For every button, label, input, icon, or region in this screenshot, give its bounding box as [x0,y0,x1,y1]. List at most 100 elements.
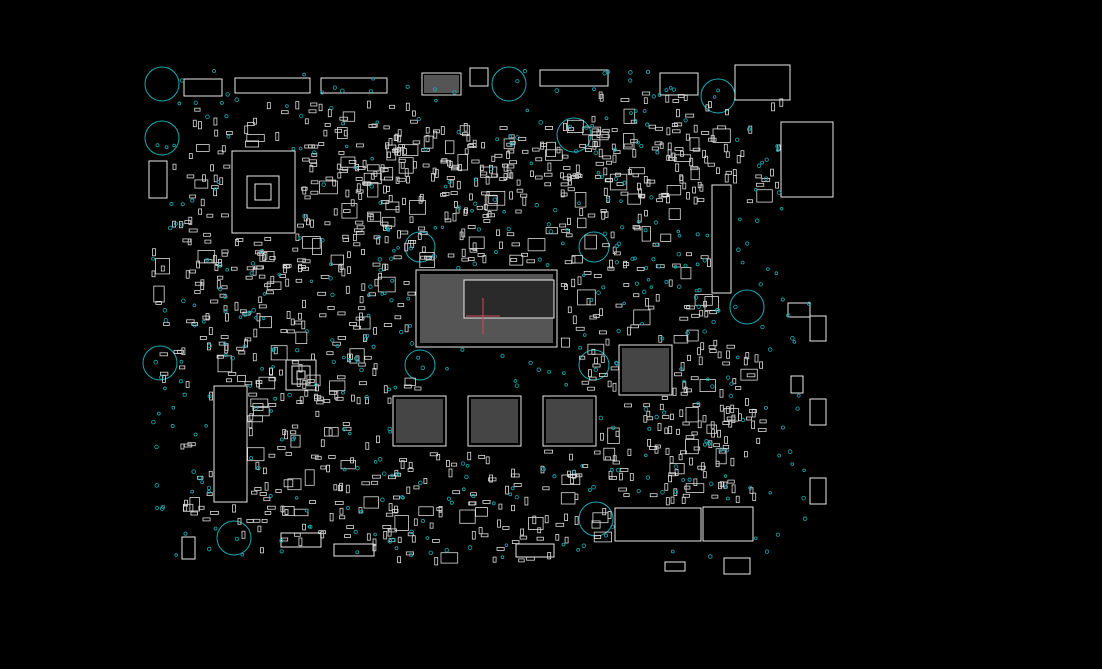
memory-chip[interactable] [467,395,522,447]
via [790,462,794,466]
smd-part [225,130,233,135]
connector[interactable] [280,532,322,548]
smd-part [338,150,345,155]
smd-part [264,283,271,288]
smd-part [595,174,602,179]
via [180,222,185,227]
via [387,387,391,392]
connector[interactable] [213,385,248,503]
connector[interactable] [702,506,754,542]
connector[interactable] [181,536,196,560]
via [190,489,195,494]
smd-part [464,207,469,214]
smd-part [372,262,381,267]
smd-part [686,192,690,200]
via [712,95,717,99]
smd-part [702,471,707,479]
connector[interactable] [659,72,699,96]
smd-part [248,420,253,429]
smd-part [200,198,205,207]
connector[interactable] [320,77,388,94]
connector[interactable] [790,375,804,394]
via [432,87,437,92]
smd-part [475,507,488,517]
via [775,144,780,149]
smd-part [320,465,327,470]
via [342,426,347,432]
via [643,228,648,233]
via [668,86,673,90]
smd-part [632,149,637,158]
smd-part [499,241,503,249]
connector[interactable] [723,557,751,575]
connector[interactable] [809,398,827,426]
smd-part [599,308,603,316]
connector[interactable] [809,315,827,342]
smd-part [524,496,529,506]
smd-part [309,165,314,173]
smd-part [440,126,445,135]
via [738,217,742,222]
smd-part [630,324,639,329]
connector[interactable] [148,160,168,199]
smd-part [373,235,380,240]
smd-part [575,326,585,331]
connector[interactable] [515,543,555,558]
smd-part [353,228,363,233]
via [314,382,318,387]
smd-part [620,98,630,102]
smd-part [253,328,258,338]
smd-part [594,357,598,365]
connector[interactable] [333,543,375,557]
connector[interactable] [787,302,811,318]
connector[interactable] [234,77,311,94]
connector[interactable] [809,477,827,505]
smd-part [503,138,515,150]
smd-part [716,167,720,175]
connector[interactable] [664,561,686,572]
via [347,357,351,362]
smd-part [394,133,399,142]
smd-part [673,488,678,496]
connector[interactable] [539,69,609,87]
smd-part [471,159,480,164]
connector[interactable] [614,507,702,542]
smd-part [593,273,602,278]
via [529,161,534,166]
via [619,199,623,203]
via [644,266,649,270]
via [446,496,451,501]
via [339,88,345,94]
memory-chip[interactable] [392,395,447,447]
smd-part [419,252,435,269]
memory-chip[interactable] [618,344,673,396]
smd-part [364,397,369,405]
smd-part [547,162,552,172]
connector[interactable] [183,78,223,97]
connector[interactable] [780,121,834,198]
smd-part [683,95,688,101]
ic-chip[interactable] [421,72,462,96]
smd-part [336,163,341,170]
smd-part [662,415,670,419]
smd-part [700,255,709,260]
bga-chip[interactable] [231,150,296,234]
memory-chip[interactable] [542,395,597,447]
cpu-package[interactable] [415,269,558,348]
via [729,381,734,386]
connector[interactable] [734,64,791,101]
via [806,301,812,306]
smd-part [186,319,195,324]
smd-part [722,361,730,366]
connector[interactable] [469,67,489,87]
via [225,267,230,272]
connector[interactable] [711,184,732,294]
smd-part [591,348,596,355]
smd-part [510,258,518,262]
via [641,289,647,295]
smd-part [340,156,356,168]
smd-part [159,352,168,357]
via [593,150,599,156]
smd-part [670,496,675,504]
